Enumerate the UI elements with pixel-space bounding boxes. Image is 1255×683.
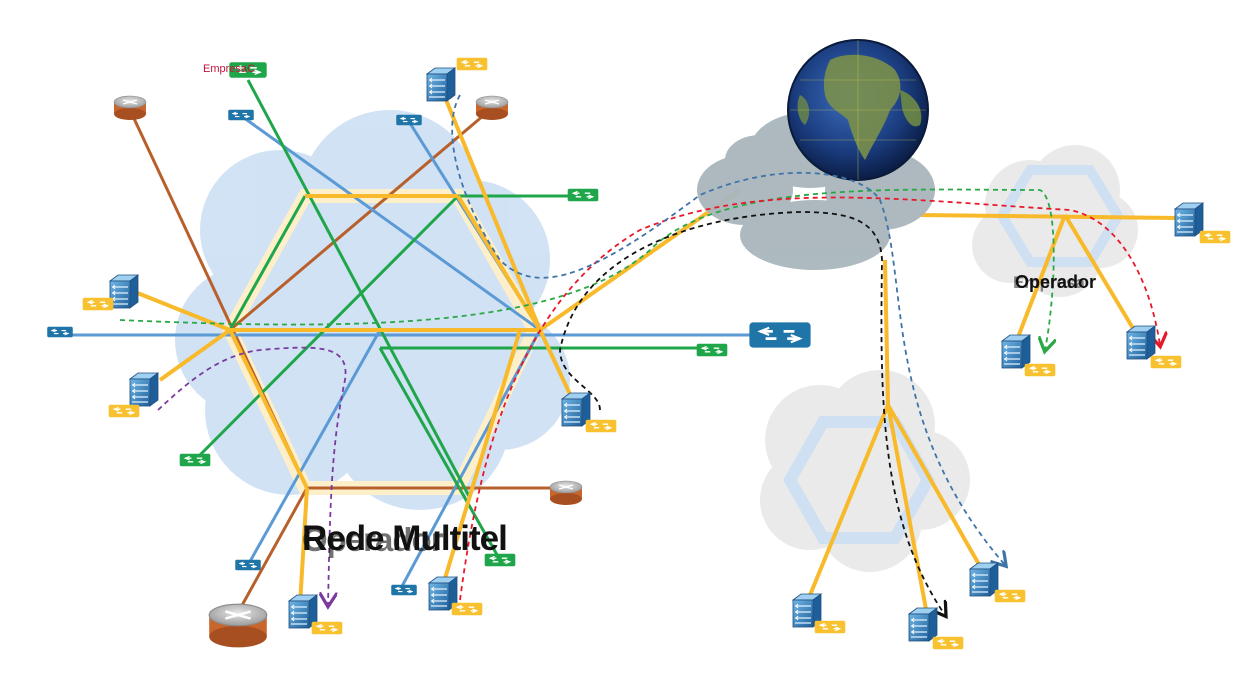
- operator-title: Operador: [1015, 272, 1097, 292]
- operator-overlapped-label: Empresa: [1013, 273, 1085, 292]
- router-icon: [549, 480, 583, 506]
- switch-icon: [451, 602, 483, 616]
- server-icon: [1126, 325, 1156, 360]
- switch-icon: [748, 321, 812, 349]
- server-icon: [908, 607, 938, 642]
- server-icon: [1174, 202, 1204, 237]
- operator-hex-bottom: [783, 416, 935, 544]
- flow-blue: [451, 94, 1005, 565]
- server-icon: [426, 67, 456, 102]
- switch-icon: [932, 636, 964, 650]
- earth-globe-icon: [787, 39, 929, 181]
- switch-icon: [456, 57, 488, 71]
- orange-links: [129, 84, 1181, 621]
- switch-icon: [108, 404, 140, 418]
- flow-red: [459, 196, 1160, 601]
- server-icon: [1001, 334, 1031, 369]
- server-icon: [109, 274, 139, 309]
- switch-icon: [227, 109, 255, 121]
- switch-icon: [311, 621, 343, 635]
- switch-icon: [395, 114, 423, 126]
- server-icon: [969, 562, 999, 597]
- traffic-flows: [119, 94, 1160, 615]
- switch-icon: [390, 584, 418, 596]
- router-icon: [113, 95, 147, 121]
- switch-icon: [82, 297, 114, 311]
- switch-icon: [585, 419, 617, 433]
- overlapped-label: Operador: [302, 521, 444, 558]
- switch-icon: [567, 188, 599, 202]
- flow-green: [119, 188, 1054, 350]
- switch-icon: [46, 326, 74, 338]
- flow-black: [559, 211, 945, 615]
- server-icon: [129, 372, 159, 407]
- router-icon: [207, 602, 269, 649]
- switch-icon: [696, 343, 728, 357]
- switch-icon: [1024, 363, 1056, 377]
- company-label: EmpresaC: [203, 63, 255, 75]
- network-title: Rede Multitel: [302, 519, 508, 558]
- switch-icon: [1199, 230, 1231, 244]
- switch-icon: [814, 620, 846, 634]
- switch-icon: [1150, 355, 1182, 369]
- switch-icon: [234, 559, 262, 571]
- switch-icon: [994, 589, 1026, 603]
- router-icon: [475, 95, 509, 121]
- switch-icon: [179, 453, 211, 467]
- flow-purple: [157, 346, 347, 605]
